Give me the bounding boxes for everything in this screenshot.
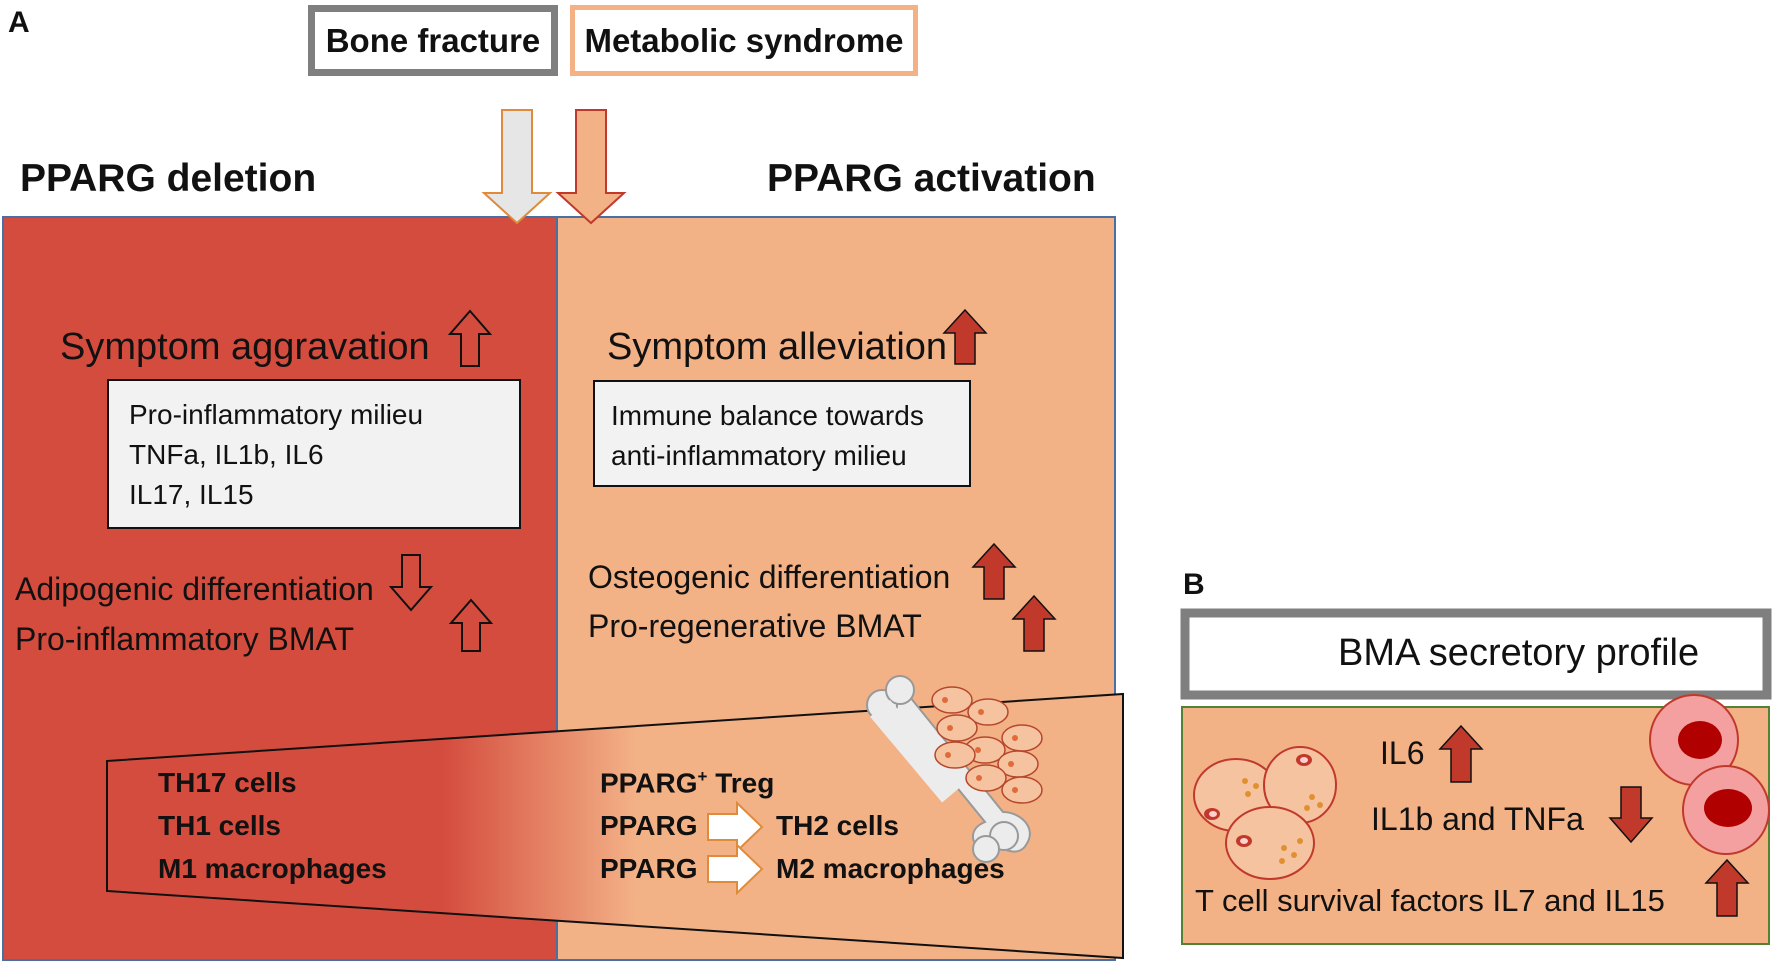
pparg-activation-heading: PPARG activation: [767, 157, 1096, 200]
pro-inflammatory-line-3: IL17, IL15: [129, 479, 254, 510]
pparg-label-1: PPARG: [600, 810, 698, 841]
bone-fracture-arrow-icon: [481, 109, 553, 225]
th2-cells: TH2 cells: [776, 810, 899, 841]
immune-balance-line-1: Immune balance towards: [611, 400, 924, 431]
treg-suffix: Treg: [707, 767, 775, 799]
alleviation-up-arrow-icon: [942, 308, 988, 365]
m2-macrophages: M2 macrophages: [776, 853, 1005, 884]
bmat-up-arrow-icon: [448, 598, 494, 652]
pro-inflammatory-box: Pro-inflammatory milieu TNFa, IL1b, IL6 …: [107, 379, 521, 529]
adipogenic-down-arrow-icon: [388, 554, 434, 612]
treg-sup: +: [697, 767, 708, 786]
pparg-to-m2-arrow-icon: [707, 842, 764, 896]
panel-b-label: B: [1183, 568, 1205, 601]
bma-secretory-profile-title: BMA secretory profile: [1338, 632, 1700, 674]
immune-cells-funnel: [106, 692, 1124, 960]
symptom-alleviation: Symptom alleviation: [607, 326, 948, 368]
regenerative-up-arrow-icon: [1011, 594, 1057, 652]
osteogenic-differentiation: Osteogenic differentiation: [588, 559, 951, 595]
adipocyte-cluster-icon: [931, 686, 1043, 804]
th1-cells: TH1 cells: [158, 810, 281, 841]
osteogenic-up-arrow-icon: [971, 542, 1017, 600]
bma-adipocytes-icon: [1193, 746, 1337, 880]
pro-inflammatory-line-1: Pro-inflammatory milieu: [129, 399, 424, 430]
pparg-to-th2-arrow-icon: [707, 800, 764, 854]
bone-icon: [866, 675, 1031, 863]
metabolic-syndrome-box: Metabolic syndrome: [570, 5, 918, 76]
pro-regenerative-bmat: Pro-regenerative BMAT: [588, 608, 922, 644]
panel-a-label: A: [8, 6, 30, 39]
bone-fracture-box: Bone fracture: [308, 5, 558, 76]
t-cells-icon: [1649, 694, 1770, 855]
tcell-factors-up-arrow-icon: [1704, 858, 1750, 917]
il1b-tnfa-label: IL1b and TNFa: [1371, 801, 1584, 837]
adipogenic-differentiation: Adipogenic differentiation: [15, 571, 374, 607]
immune-balance-line-2: anti-inflammatory milieu: [611, 440, 907, 471]
aggravation-up-arrow-icon: [447, 309, 493, 367]
immune-balance-box: Immune balance towards anti-inflammatory…: [593, 380, 971, 487]
treg-prefix: PPARG: [600, 767, 698, 799]
pparg-label-2: PPARG: [600, 853, 698, 884]
bma-title-box-frame: [1180, 608, 1772, 700]
pparg-deletion-heading: PPARG deletion: [20, 157, 317, 200]
m1-macrophages: M1 macrophages: [158, 853, 387, 884]
symptom-aggravation: Symptom aggravation: [60, 326, 430, 368]
pro-inflammatory-line-2: TNFa, IL1b, IL6: [129, 439, 324, 470]
pro-inflammatory-bmat: Pro-inflammatory BMAT: [15, 621, 355, 657]
tcell-survival-factors-label: T cell survival factors IL7 and IL15: [1195, 883, 1665, 918]
th17-cells: TH17 cells: [158, 767, 297, 798]
il6-label: IL6: [1380, 735, 1425, 771]
pparg-treg: PPARG+ Treg: [600, 767, 774, 799]
il6-up-arrow-icon: [1438, 724, 1484, 783]
il1b-tnfa-down-arrow-icon: [1608, 786, 1654, 844]
metabolic-syndrome-arrow-icon: [555, 109, 627, 225]
